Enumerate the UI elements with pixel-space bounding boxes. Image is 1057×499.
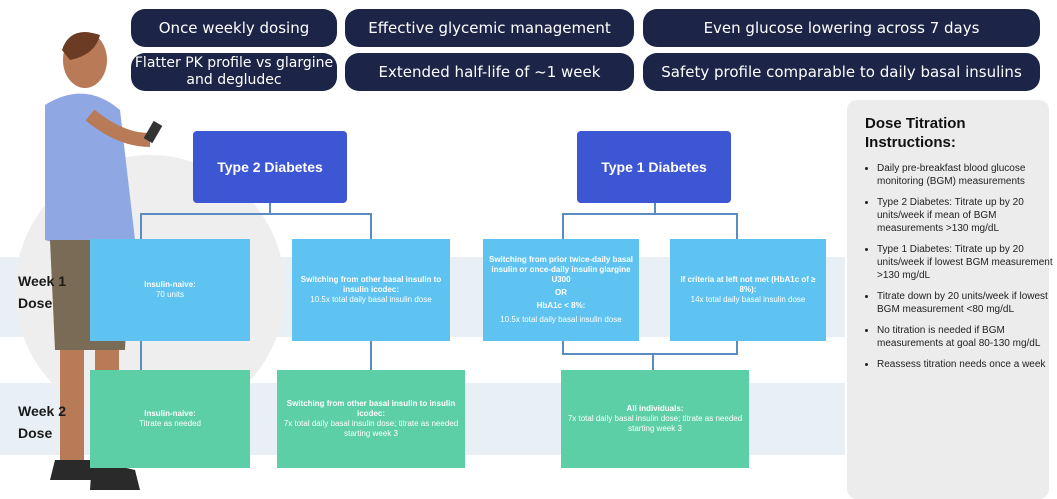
pill-flatter-pk-profile: Flatter PK profile vs glargine and deglu… — [131, 53, 337, 91]
type1-stem — [654, 203, 656, 214]
type2-drop-left — [140, 213, 142, 239]
type1-week1-right-box: If criteria at left not met (HbA1c of ≥ … — [670, 239, 826, 341]
type1-week2-all-box: All individuals: 7x total daily basal in… — [561, 370, 749, 468]
dose-titration-list: Daily pre-breakfast blood glucose monito… — [863, 162, 1057, 379]
type1-week2-all-title: All individuals: — [626, 404, 684, 413]
type2-week2-switch-title: Switching from other basal insulin to in… — [286, 399, 456, 418]
titration-item: Type 2 Diabetes: Titrate up by 20 units/… — [877, 196, 1057, 235]
type2-week1-switch-box: Switching from other basal insulin to in… — [292, 239, 450, 341]
type2-drop-right — [370, 213, 372, 239]
type2-week2-naive-title: Insulin-naive: — [144, 409, 196, 418]
type2-week2-switch-box: Switching from other basal insulin to in… — [277, 370, 465, 468]
type1-week2-all-text: 7x total daily basal insulin dose; titra… — [567, 414, 743, 433]
type2-branch — [140, 213, 372, 215]
type1-week1-left-title: Switching from prior twice-daily basal i… — [488, 255, 634, 284]
type2-week2-naive-text: Titrate as needed — [139, 419, 201, 428]
dose-titration-panel: Dose Titration Instructions: Daily pre-b… — [847, 100, 1053, 499]
week2-dose-label: Week 2 Dose — [18, 403, 66, 441]
type1-week1-left-or: OR — [555, 288, 567, 297]
type1-merge-down — [652, 353, 654, 370]
type1-week1-left-text: 10.5x total daily basal insulin dose — [500, 315, 622, 324]
week1-dose-label: Week 1 Dose — [18, 273, 66, 311]
type2-switch-down — [370, 341, 372, 370]
titration-item: Daily pre-breakfast blood glucose monito… — [877, 162, 1057, 188]
pill-extended-half-life: Extended half-life of ~1 week — [345, 53, 634, 91]
pill-even-glucose-lowering: Even glucose lowering across 7 days — [643, 9, 1040, 47]
type1-merge-right — [736, 341, 738, 354]
titration-item: Type 1 Diabetes: Titrate up by 20 units/… — [877, 243, 1057, 282]
type2-week1-naive-box: Insulin-naive: 70 units — [90, 239, 250, 341]
type2-naive-down — [140, 341, 142, 370]
titration-item: No titration is needed if BGM measuremen… — [877, 324, 1057, 350]
type1-week1-left-box: Switching from prior twice-daily basal i… — [483, 239, 639, 341]
type1-merge-left — [562, 341, 564, 354]
pill-safety-profile: Safety profile comparable to daily basal… — [643, 53, 1040, 91]
type1-week1-right-text: 14x total daily basal insulin dose — [690, 295, 806, 304]
type2-week2-switch-text: 7x total daily basal insulin dose; titra… — [283, 419, 459, 438]
titration-item: Reassess titration needs once a week — [877, 358, 1057, 371]
type2-week1-switch-title: Switching from other basal insulin to in… — [300, 275, 442, 294]
type2-week1-switch-text: 10.5x total daily basal insulin dose — [310, 295, 432, 304]
type1-branch — [562, 213, 738, 215]
type1-drop-right — [736, 213, 738, 239]
type2-diabetes-header: Type 2 Diabetes — [193, 131, 347, 203]
type2-week1-naive-text: 70 units — [155, 290, 185, 299]
type1-week1-left-hba1c: HbA1c < 8%: — [536, 301, 586, 310]
dose-titration-title: Dose Titration Instructions: — [865, 115, 966, 151]
type2-week1-naive-title: Insulin-naive: — [144, 280, 196, 289]
type1-drop-left — [562, 213, 564, 239]
pill-once-weekly-dosing: Once weekly dosing — [131, 9, 337, 47]
type2-week2-naive-box: Insulin-naive: Titrate as needed — [90, 370, 250, 468]
pill-effective-glycemic-management: Effective glycemic management — [345, 9, 634, 47]
type2-stem — [269, 203, 271, 214]
type1-merge — [562, 353, 738, 355]
titration-item: Titrate down by 20 units/week if lowest … — [877, 290, 1057, 316]
type1-diabetes-header: Type 1 Diabetes — [577, 131, 731, 203]
type1-week1-right-title: If criteria at left not met (HbA1c of ≥ … — [680, 275, 816, 294]
